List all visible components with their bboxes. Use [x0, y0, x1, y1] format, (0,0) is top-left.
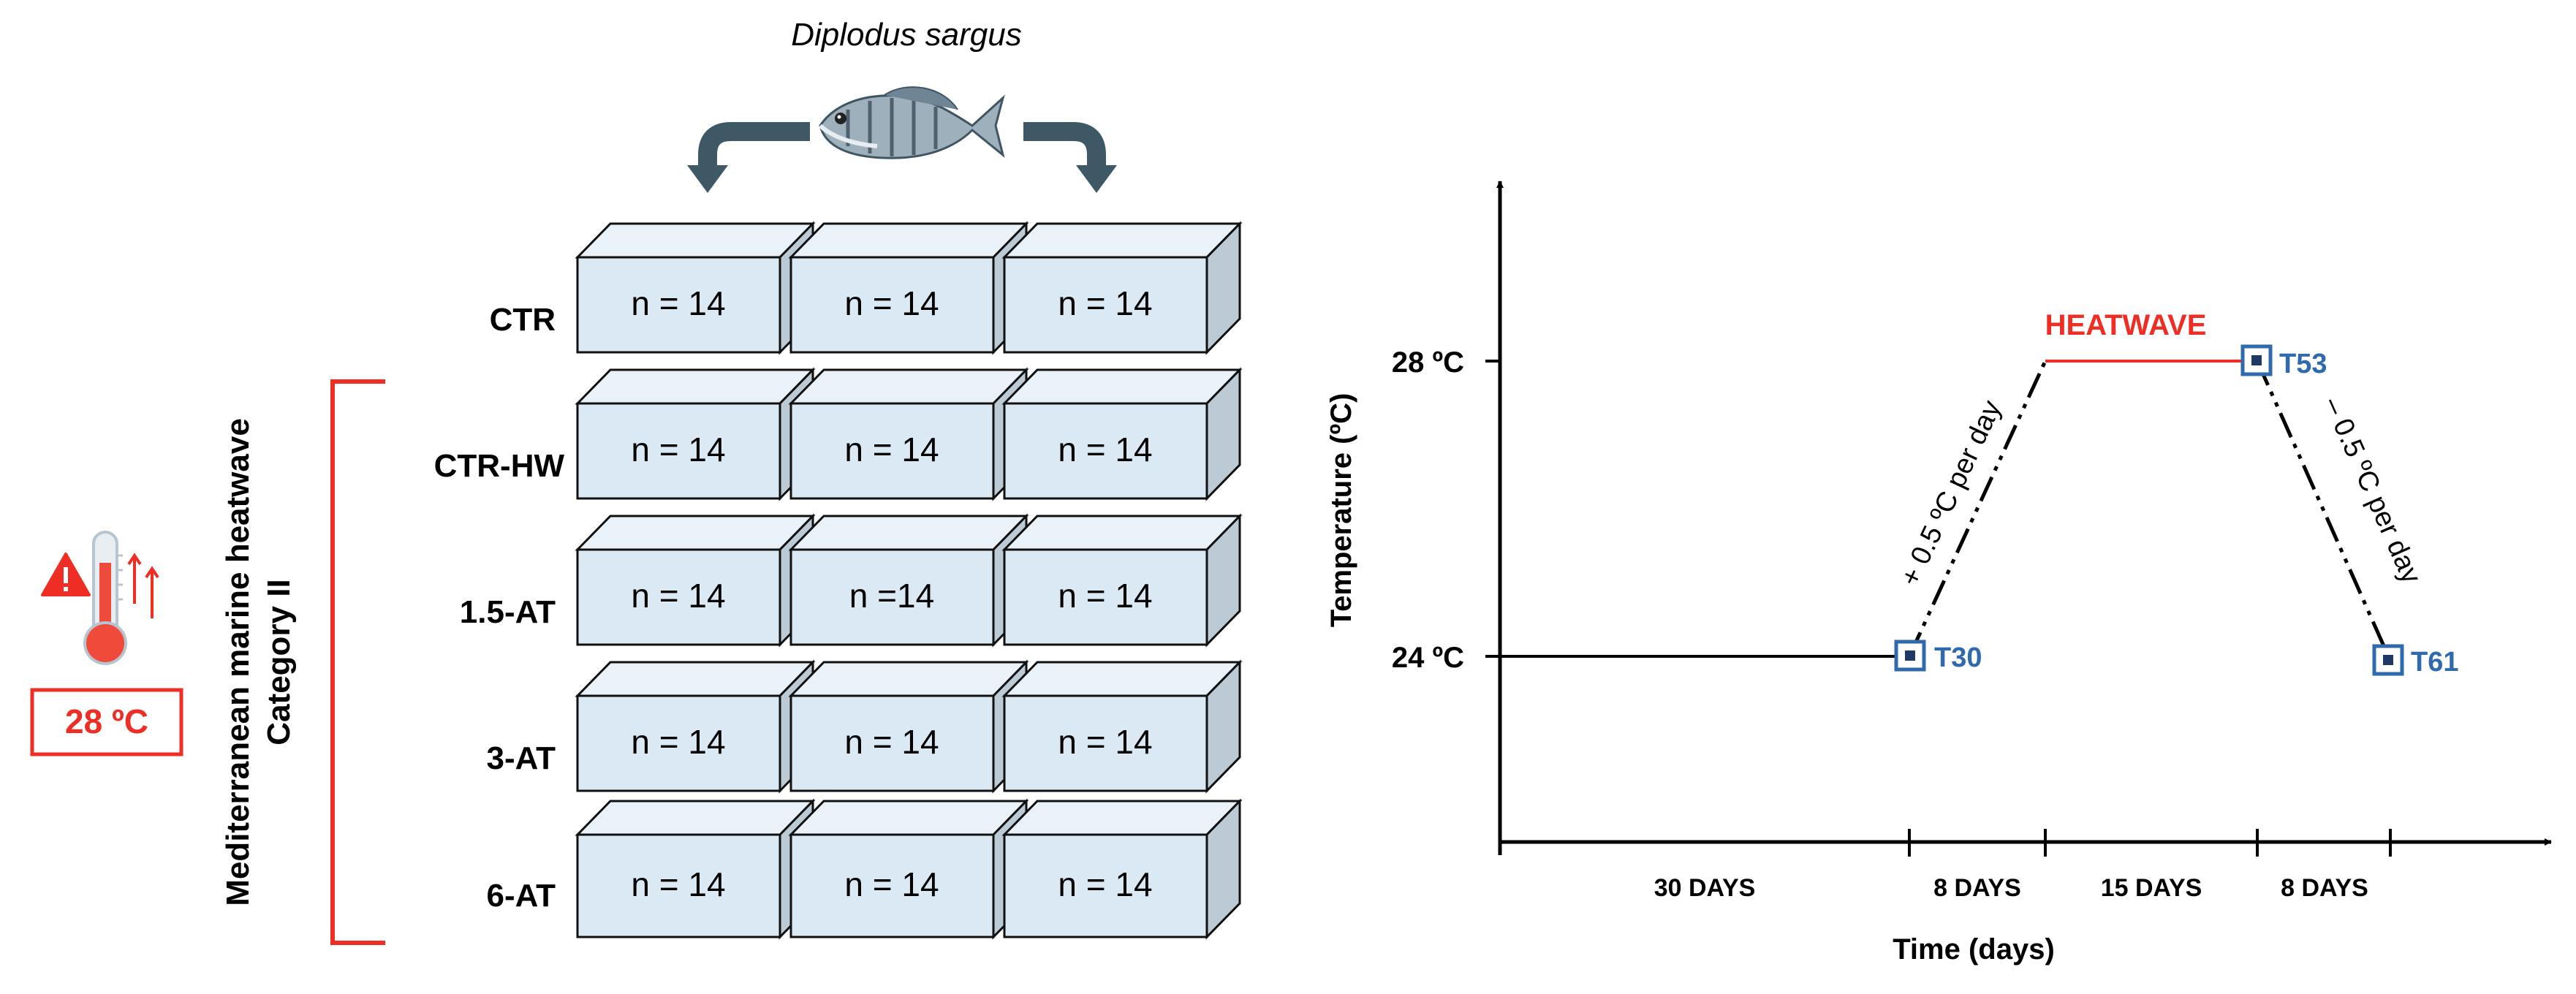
segment-label: 8 DAYS [1933, 874, 2021, 902]
tank-count: n = 14 [631, 723, 725, 761]
tank: n = 14 [788, 659, 1029, 794]
tank: n = 14 [1001, 221, 1243, 355]
tank-count: n = 14 [844, 430, 939, 468]
tank: n = 14 [575, 659, 816, 794]
warning-icon [41, 553, 91, 596]
tank: n = 14 [575, 513, 816, 648]
tank-row: 6-AT n = 14 n = 14 n = 14 [486, 798, 1243, 940]
heatwave-temp: 28 ºC [65, 702, 148, 740]
sample-point-t61: T61 [2372, 644, 2458, 678]
tank-count: n = 14 [1058, 430, 1152, 468]
tank: n =14 [788, 513, 1029, 648]
tank: n = 14 [788, 221, 1029, 355]
tank-row: 3-AT n = 14 n = 14 n = 14 [486, 659, 1243, 794]
tank-row: 1.5-AT n = 14 n =14 n = 14 [460, 513, 1243, 648]
rising-arrows-icon [127, 553, 159, 618]
tank-count: n = 14 [1058, 865, 1152, 903]
tank-count: n = 14 [631, 577, 725, 615]
heatwave-category: Category II [261, 579, 297, 745]
tank: n = 14 [1001, 367, 1243, 501]
y-axis-title: Temperature (ºC) [1325, 393, 1357, 628]
tank: n = 14 [788, 367, 1029, 501]
tank: n = 14 [788, 798, 1029, 940]
segment-label: 8 DAYS [2281, 874, 2368, 902]
heatwave-title: Mediterranean marine heatwave [220, 418, 256, 906]
tank-row: CTR-HW n = 14 n = 14 n = 14 [434, 367, 1243, 501]
right-arrow-icon [1023, 122, 1106, 167]
y-tick-label-24: 24 ºC [1392, 642, 1464, 674]
tank-count: n = 14 [1058, 284, 1152, 322]
heatwave-label: HEATWAVE [2045, 309, 2207, 341]
tank: n = 14 [1001, 798, 1243, 940]
segment-label: 15 DAYS [2101, 874, 2202, 902]
tank-count: n = 14 [631, 865, 725, 903]
group-label: 1.5-AT [460, 594, 556, 630]
species-title: Diplodus sargus [791, 17, 1022, 53]
ramp-up-line [1907, 360, 2047, 658]
group-label: 3-AT [486, 740, 556, 776]
tank: n = 14 [1001, 513, 1243, 648]
ramp-down-label: – 0.5 ºC per day [2317, 393, 2427, 588]
temperature-timeline: 24 ºC 28 ºC Temperature (ºC) 30 DAYS 8 D… [1325, 181, 2552, 965]
tank-count: n = 14 [1058, 577, 1152, 615]
fish-icon [818, 86, 1005, 159]
group-label: CTR [490, 302, 556, 338]
tank: n = 14 [575, 221, 816, 355]
heatwave-temp-box [30, 688, 183, 756]
sample-label: T30 [1934, 642, 1982, 673]
tank-count: n = 14 [844, 865, 939, 903]
sample-label: T61 [2411, 647, 2458, 678]
tank: n = 14 [575, 367, 816, 501]
segment-label: 30 DAYS [1654, 874, 1756, 902]
tank-count: n = 14 [1058, 723, 1152, 761]
tank: n = 14 [575, 798, 816, 940]
tank-count: n = 14 [631, 430, 725, 468]
sample-label: T53 [2279, 349, 2327, 379]
y-tick-label-28: 28 ºC [1392, 346, 1464, 379]
x-axis-title: Time (days) [1893, 933, 2055, 965]
left-arrow-icon [698, 122, 810, 167]
tank: n = 14 [1001, 659, 1243, 794]
right-arrowhead-icon [1076, 165, 1117, 193]
tank-count: n = 14 [631, 284, 725, 322]
sample-point-t53: T53 [2240, 344, 2327, 379]
tank-count: n =14 [849, 577, 934, 615]
left-arrowhead-icon [687, 165, 728, 193]
group-label: CTR-HW [434, 448, 565, 484]
sample-point-t30: T30 [1894, 640, 1982, 673]
heatwave-bracket [330, 379, 385, 945]
tank-count: n = 14 [844, 284, 939, 322]
thermometer-icon [83, 531, 127, 665]
tank-count: n = 14 [844, 723, 939, 761]
tank-grid: CTR n = 14 n = 14 n = 14 CTR-HW n = 14 n… [434, 221, 1243, 940]
group-label: 6-AT [486, 878, 556, 914]
tank-row: CTR n = 14 n = 14 n = 14 [490, 221, 1243, 355]
